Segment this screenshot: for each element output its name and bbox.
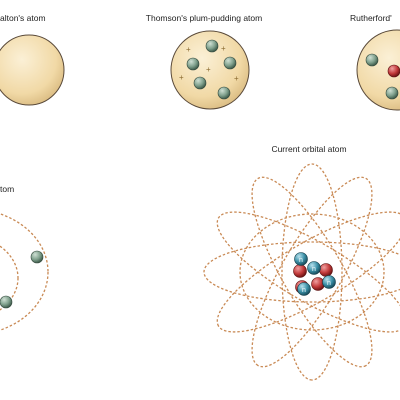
thomson-model: Thomson's plum-pudding atom + + + + + <box>146 13 262 110</box>
rutherford-nucleus <box>387 64 400 78</box>
bohr-label: tom <box>0 184 14 194</box>
thomson-sphere <box>170 30 250 110</box>
thomson-label: Thomson's plum-pudding atom <box>146 13 262 23</box>
bohr-electron <box>30 250 44 264</box>
thomson-electron <box>186 57 200 71</box>
neutron <box>322 275 336 289</box>
orbital-path <box>239 213 385 331</box>
neutron-symbol: n <box>312 266 316 273</box>
dalton-label: alton's atom <box>0 13 46 23</box>
thomson-electron <box>217 86 231 100</box>
neutron-symbol: n <box>302 287 306 294</box>
neutron <box>307 261 321 275</box>
orbital-path <box>216 211 400 333</box>
bohr-electron <box>0 295 13 309</box>
bohr-model: tom <box>0 184 49 331</box>
plus-sign: + <box>186 45 191 54</box>
rutherford-electron <box>385 86 399 100</box>
orbital-label: Current orbital atom <box>271 144 346 154</box>
orbital-nucleus: n n n n <box>293 252 336 296</box>
orbital-path <box>216 211 400 333</box>
dalton-sphere <box>0 34 65 106</box>
rutherford-electron <box>365 53 379 67</box>
thomson-electron <box>223 56 237 70</box>
neutron-symbol: n <box>327 280 331 287</box>
orbital-clouds <box>203 163 400 381</box>
dalton-model: alton's atom <box>0 13 65 106</box>
neutron <box>297 282 311 296</box>
plus-sign: + <box>221 44 226 53</box>
orbital-path <box>203 241 400 303</box>
proton <box>293 264 307 278</box>
plus-sign: + <box>206 65 211 74</box>
orbital-path <box>281 163 343 381</box>
orbital-model: Current orbital atom n n n n <box>203 144 400 381</box>
orbital-path <box>251 176 373 368</box>
bohr-orbit <box>0 245 19 311</box>
plus-sign: + <box>234 74 239 83</box>
proton <box>319 263 333 277</box>
neutron <box>294 252 308 266</box>
neutron-symbol: n <box>299 257 303 264</box>
rutherford-model: Rutherford' <box>350 13 400 111</box>
bohr-orbit <box>0 213 49 331</box>
thomson-electron <box>205 39 219 53</box>
rutherford-label: Rutherford' <box>350 13 392 23</box>
plus-sign: + <box>179 73 184 82</box>
orbital-path <box>251 176 373 368</box>
thomson-electron <box>193 76 207 90</box>
